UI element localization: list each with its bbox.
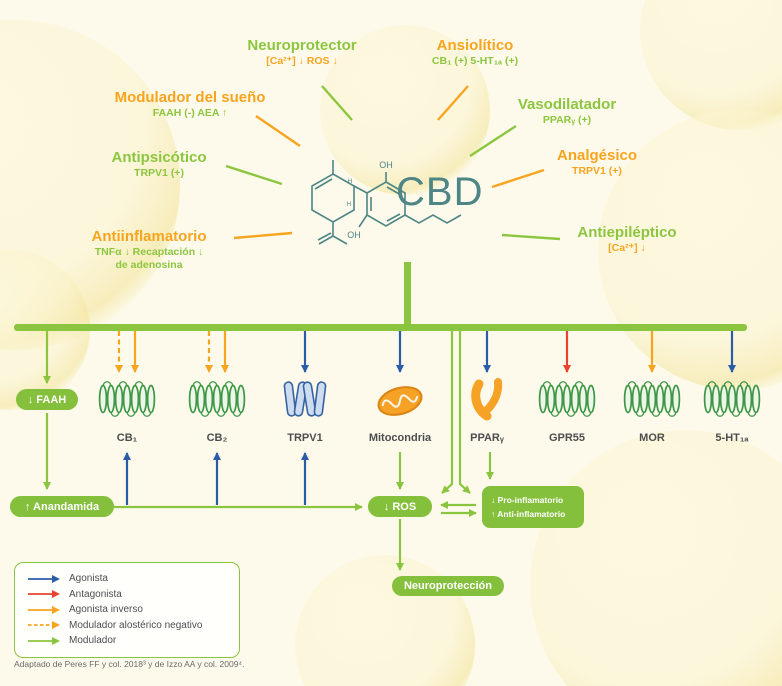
effect-antipsicotico: Antipsicótico TRPV1 (+) bbox=[111, 149, 206, 179]
oh-label-bottom: OH bbox=[347, 230, 361, 240]
arrow-bar-to-ros bbox=[441, 331, 454, 494]
legend-label: Antagonista bbox=[69, 588, 122, 600]
cb2-receptor-icon bbox=[188, 378, 246, 420]
legend-row-modulador: Modulador bbox=[27, 633, 227, 649]
anandamida-node: ↑ Anandamida bbox=[10, 496, 114, 517]
cbd-title: CBD bbox=[396, 170, 484, 214]
effect-neuroprotector: Neuroprotector [Ca²⁺] ↓ ROS ↓ bbox=[247, 37, 356, 67]
inflammation-box: ↓ Pro-inflamatorio ↑ Anti-inflamatorio bbox=[482, 486, 584, 528]
effect-mechanism-line2: de adenosina bbox=[115, 259, 183, 271]
arrow-bar-to-inflammation bbox=[458, 331, 471, 494]
effect-mechanism: [Ca²⁺] ↓ ROS ↓ bbox=[266, 55, 338, 67]
receptor-label-mitocondria: Mitocondria bbox=[368, 432, 432, 444]
connector-antiepileptico bbox=[501, 233, 561, 241]
pro-inflammatory-label: ↓ Pro-inflamatorio bbox=[491, 494, 564, 505]
legend-row-antagonista: Antagonista bbox=[27, 587, 227, 603]
mitochondria-icon bbox=[374, 381, 426, 421]
legend-label: Modulador alostérico negativo bbox=[69, 619, 203, 631]
effect-mechanism: FAAH (-) AEA ↑ bbox=[152, 107, 228, 119]
receptor-label-cb1: CB₁ bbox=[116, 432, 138, 444]
h-label: H bbox=[348, 179, 352, 185]
receptor-label-cb2: CB₂ bbox=[206, 432, 228, 444]
receptor-label-trpv1: TRPV1 bbox=[287, 432, 323, 444]
receptor-label-gpr55: GPR55 bbox=[548, 432, 586, 444]
effect-title: Antiinflamatorio bbox=[91, 228, 207, 245]
effect-mechanism: TNFα ↓ Recaptación ↓ bbox=[94, 246, 204, 258]
receptor-label-pparg: PPARᵧ bbox=[470, 432, 504, 444]
effect-title: Antiepiléptico bbox=[577, 224, 677, 241]
agonist-arrow-icon bbox=[28, 574, 60, 583]
cb1-receptor-icon bbox=[98, 378, 156, 420]
receptor-label-5ht1a: 5-HT₁ₐ bbox=[715, 432, 749, 444]
trpv1-channel-icon bbox=[283, 378, 327, 420]
antagonist-arrow-icon bbox=[28, 590, 60, 599]
effect-title: Antipsicótico bbox=[111, 149, 207, 166]
effect-title: Neuroprotector bbox=[247, 37, 357, 54]
h-label: H bbox=[347, 202, 351, 208]
effect-title: Ansiolítico bbox=[436, 37, 514, 54]
connector-antipsicotico bbox=[225, 164, 283, 186]
legend: Agonista Antagonista Agonista inverso Mo… bbox=[14, 562, 240, 658]
negative-allosteric-modulator-arrow-icon bbox=[28, 621, 60, 630]
mor-receptor-icon bbox=[623, 378, 681, 420]
cbd-molecule: OH OH H H bbox=[311, 160, 462, 245]
connector-antiinflamatorio bbox=[233, 231, 293, 240]
pparg-receptor-icon bbox=[470, 378, 506, 422]
legend-row-agonista-inverso: Agonista inverso bbox=[27, 602, 227, 618]
background-bubble bbox=[640, 0, 782, 130]
source-citation: Adaptado de Peres FF y col. 2018³ y de I… bbox=[14, 659, 245, 669]
legend-label: Modulador bbox=[69, 635, 117, 647]
effect-analgesico: Analgésico TRPV1 (+) bbox=[557, 147, 637, 177]
effect-mechanism: TRPV1 (+) bbox=[134, 167, 184, 179]
background-bubble bbox=[530, 430, 782, 686]
legend-label: Agonista inverso bbox=[69, 604, 143, 616]
modulator-arrow-icon bbox=[28, 636, 60, 645]
effect-mechanism: PPARᵧ (+) bbox=[542, 114, 592, 126]
effect-title: Vasodilatador bbox=[517, 96, 617, 113]
effect-title: Analgésico bbox=[556, 147, 638, 164]
effect-title: Modulador del sueño bbox=[114, 89, 266, 106]
effect-mechanism: CB₁ (+) 5-HT₁ₐ (+) bbox=[431, 55, 519, 67]
connector-analgesico bbox=[491, 168, 545, 189]
effect-ansiolitico: Ansiolítico CB₁ (+) 5-HT₁ₐ (+) bbox=[432, 37, 518, 67]
legend-label: Agonista bbox=[69, 573, 108, 585]
background-bubble bbox=[295, 555, 475, 686]
faah-node: ↓ FAAH bbox=[16, 389, 78, 410]
effect-vasodilatador: Vasodilatador PPARᵧ (+) bbox=[518, 96, 616, 126]
5ht1a-receptor-icon bbox=[703, 378, 761, 420]
connector-modulador-sueno bbox=[255, 115, 301, 147]
gpr55-receptor-icon bbox=[538, 378, 596, 420]
effect-antiepileptico: Antiepiléptico [Ca²⁺] ↓ bbox=[577, 224, 676, 254]
effect-modulador-sueno: Modulador del sueño FAAH (-) AEA ↑ bbox=[115, 89, 266, 119]
ros-node: ↓ ROS bbox=[368, 496, 432, 517]
receptor-label-mor: MOR bbox=[639, 432, 665, 444]
legend-row-agonista: Agonista bbox=[27, 571, 227, 587]
effect-mechanism: TRPV1 (+) bbox=[572, 165, 622, 177]
anti-inflammatory-label: ↑ Anti-inflamatorio bbox=[491, 509, 566, 519]
effect-mechanism: [Ca²⁺] ↓ bbox=[608, 242, 646, 254]
cbd-stem-line bbox=[404, 262, 411, 326]
inverse-agonist-arrow-icon bbox=[28, 605, 60, 614]
main-distribution-bar bbox=[14, 324, 747, 331]
effect-antiinflamatorio: Antiinflamatorio TNFα ↓ Recaptación ↓ de… bbox=[92, 228, 207, 271]
oh-label-top: OH bbox=[379, 160, 393, 170]
neuroprotection-node: Neuroprotección bbox=[392, 576, 504, 596]
legend-row-modulador-alosterico: Modulador alostérico negativo bbox=[27, 618, 227, 634]
